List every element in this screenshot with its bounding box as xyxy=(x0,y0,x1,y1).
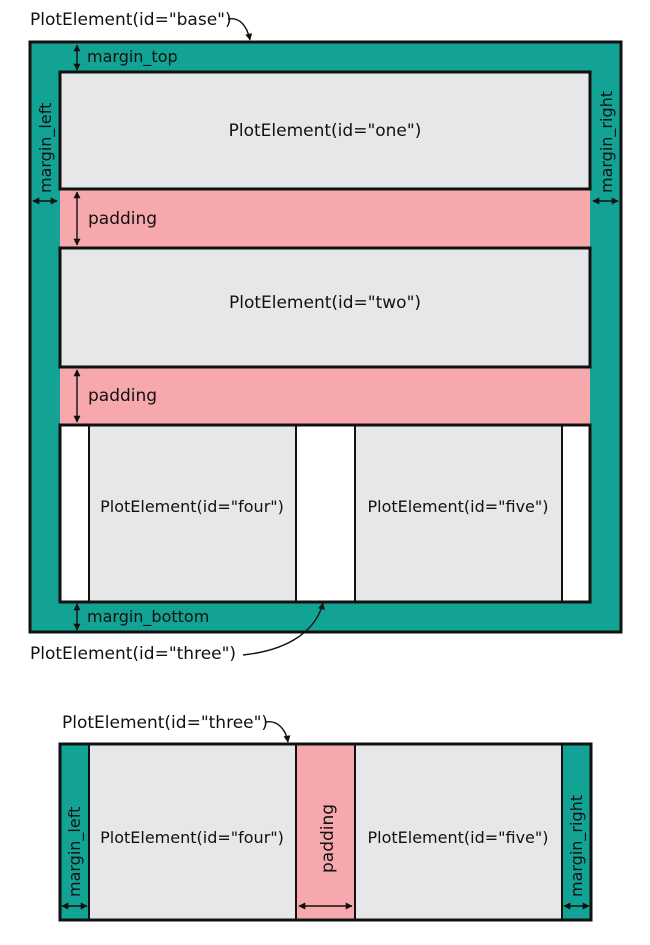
three-margin-right-label: margin_right xyxy=(567,795,587,897)
caption-three-top-arrow xyxy=(242,602,325,656)
padding-strip-2 xyxy=(60,367,590,425)
three-element-five-label: PlotElement(id="five") xyxy=(368,828,549,847)
caption-base-arrow xyxy=(227,18,253,41)
element-five-label: PlotElement(id="five") xyxy=(368,497,549,516)
three-element-four xyxy=(88,743,297,921)
margin-left-label: margin_left xyxy=(36,103,56,193)
padding-1-label: padding xyxy=(88,209,157,229)
padding-strip-1 xyxy=(60,189,590,248)
three-element-four-label: PlotElement(id="four") xyxy=(100,828,284,847)
element-four-label: PlotElement(id="four") xyxy=(100,497,284,516)
three-padding-label: padding xyxy=(318,804,338,873)
three-padding-area xyxy=(296,744,355,920)
element-two-label: PlotElement(id="two") xyxy=(229,293,421,313)
caption-base: PlotElement(id="base") xyxy=(30,10,232,30)
caption-three-top: PlotElement(id="three") xyxy=(30,644,236,664)
plot-element-two xyxy=(58,246,592,369)
three-element-five xyxy=(354,743,563,921)
three-margin-right-area xyxy=(562,744,591,920)
margin-bottom-label: margin_bottom xyxy=(87,607,209,627)
caption-three-bottom-arrow xyxy=(265,721,291,743)
margin-top-label: margin_top xyxy=(87,47,178,67)
three-container-border xyxy=(58,742,593,922)
plot-element-four xyxy=(88,424,297,603)
margin-right-label: margin_right xyxy=(597,91,617,193)
three-margin-left-label: margin_left xyxy=(65,807,85,897)
plot-element-one xyxy=(58,70,592,191)
element-one-label: PlotElement(id="one") xyxy=(229,121,422,141)
caption-three-bottom: PlotElement(id="three") xyxy=(62,713,268,733)
plot-element-five xyxy=(354,424,563,603)
padding-2-label: padding xyxy=(88,386,157,406)
three-margin-left-area xyxy=(60,744,89,920)
